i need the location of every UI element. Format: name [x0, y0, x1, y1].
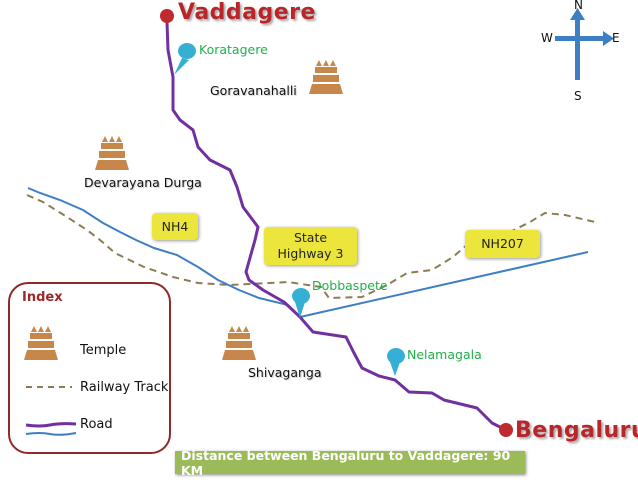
nh4-highway: [27, 187, 301, 318]
distance-banner: Distance between Bengaluru to Vaddagere:…: [175, 448, 525, 478]
nh4-label: NH4: [161, 218, 189, 234]
legend-road-line: [25, 422, 77, 428]
compass-south: S: [574, 89, 582, 103]
legend-railway-label: Railway Track: [80, 380, 169, 395]
compass-icon: [555, 8, 614, 80]
koratagere-pin-icon: [174, 43, 196, 75]
legend-temple-label: Temple: [80, 343, 127, 358]
bengaluru-label: Bengaluru: [515, 418, 638, 443]
dobbaspete-label: Dobbaspete: [312, 278, 388, 293]
legend-road-label: Road: [80, 417, 113, 432]
nh207-sign: NH207: [465, 230, 540, 258]
sh3-label-line2: Highway 3: [277, 246, 344, 261]
goravanahalli-label: Goravanahalli: [210, 83, 297, 98]
dobbaspete-pin-icon: [292, 288, 310, 318]
sh3-label-line1: State: [293, 230, 328, 245]
shivaganga-label: Shivaganga: [248, 365, 322, 380]
compass-west: W: [541, 31, 553, 45]
koratagere-label: Koratagere: [199, 42, 268, 57]
nelamagala-label: Nelamagala: [407, 347, 482, 362]
nh207-highway: [299, 251, 589, 318]
bengaluru-dot: [499, 423, 513, 437]
vaddagere-label: Vaddagere: [178, 0, 316, 25]
devarayana-durga-temple-icon: [95, 136, 129, 170]
legend-box: Index: [8, 282, 171, 454]
nh4-sign: NH4: [152, 213, 198, 240]
goravanahalli-temple-icon: [309, 60, 343, 94]
nelamagala-pin-icon: [387, 348, 405, 376]
legend-title: Index: [22, 290, 63, 305]
nh207-label: NH207: [481, 236, 524, 251]
vaddagere-dot: [160, 9, 174, 23]
sh3-sign: State Highway 3: [264, 227, 357, 265]
compass-north: N: [574, 0, 583, 12]
shivaganga-temple-icon: [222, 326, 256, 360]
road-route: [165, 21, 503, 430]
compass-east: E: [612, 31, 620, 45]
devarayana-durga-label: Devarayana Durga: [84, 175, 202, 190]
legend-highway-line: [25, 432, 77, 436]
